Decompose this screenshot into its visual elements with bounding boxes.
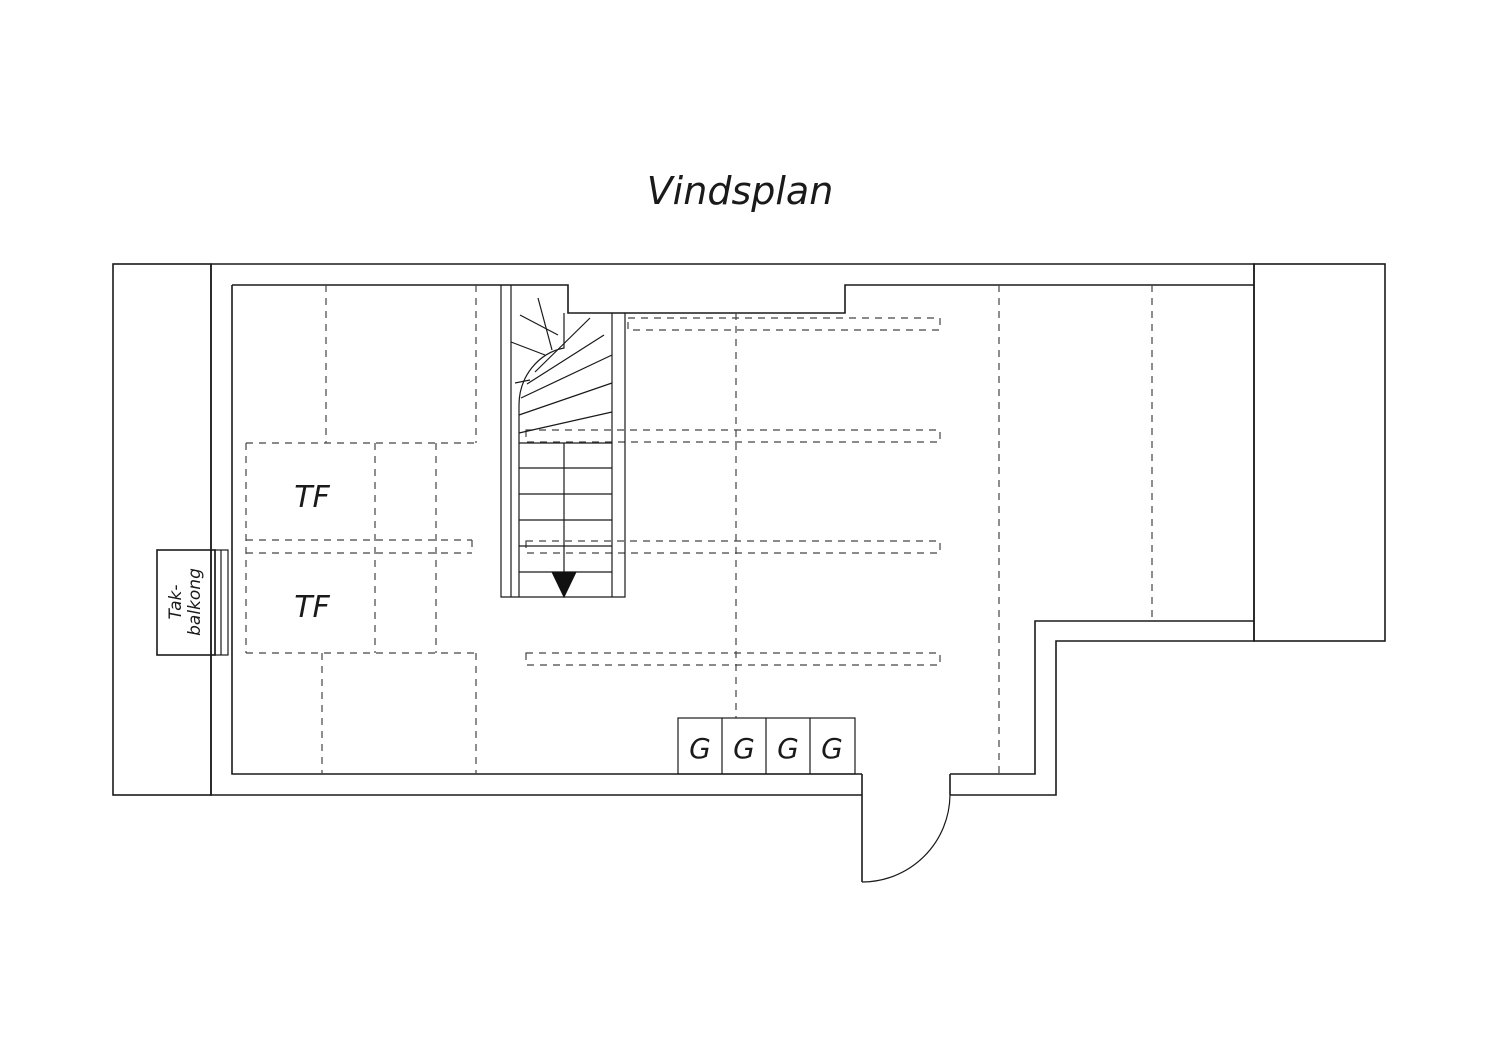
door-swing-arc [861, 794, 951, 883]
g-boxes [677, 717, 856, 775]
staircase [500, 285, 626, 599]
right-roof-section [1253, 263, 1386, 642]
plan-title: Vindsplan [647, 169, 834, 213]
stair-direction-arrow [551, 571, 577, 599]
g-label-3: G [777, 732, 799, 765]
balcony-label-line2: balkong [185, 568, 205, 636]
tf-label-lower: TF [294, 590, 330, 625]
left-dashed-lines [245, 285, 477, 774]
g-label-4: G [821, 732, 843, 765]
tf-label-upper: TF [294, 480, 330, 515]
g-label-1: G [689, 732, 711, 765]
outer-wall [210, 263, 1255, 796]
balcony-label-line1: Tak- [166, 585, 186, 620]
right-dashed-lines [525, 285, 1153, 774]
g-label-2: G [733, 732, 755, 765]
left-roof-section [112, 263, 212, 796]
inner-wall [231, 284, 1254, 775]
